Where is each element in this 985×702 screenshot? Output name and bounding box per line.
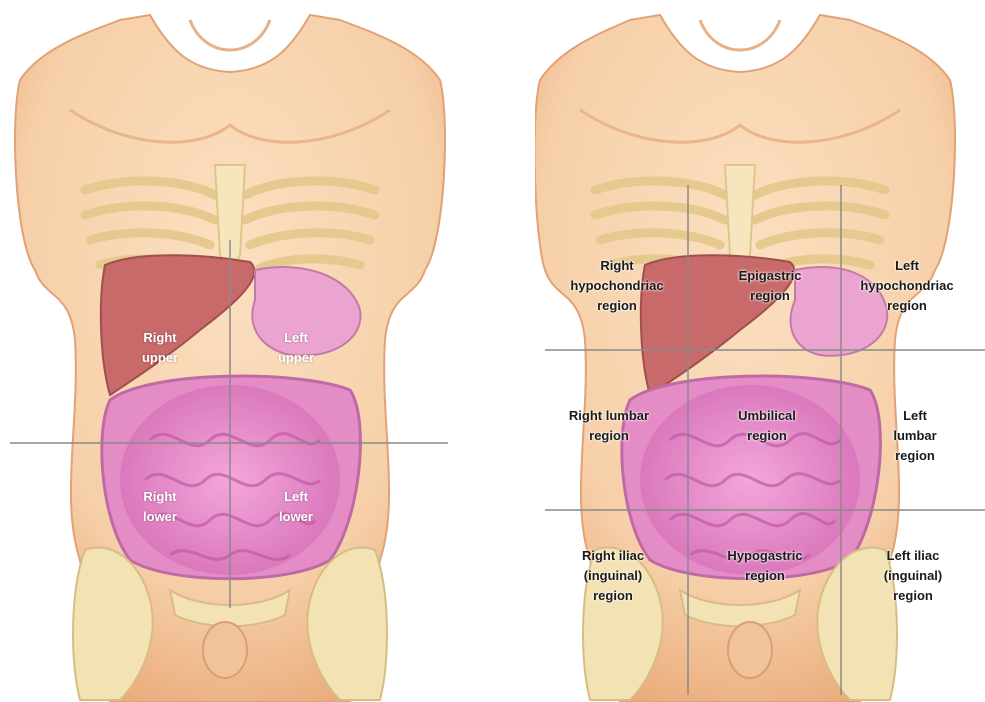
label-left-lower: Left lower: [279, 487, 313, 527]
torso-illustration-left: [0, 0, 470, 702]
quadrants-diagram: Right upper Left upper Right lower Left …: [0, 0, 470, 702]
label-right-iliac: Right iliac (inguinal) region: [582, 546, 644, 606]
label-left-hypochondriac: Left hypochondriac region: [860, 256, 953, 316]
label-right-upper: Right upper: [142, 328, 178, 368]
label-left-iliac: Left iliac (inguinal) region: [884, 546, 943, 606]
nine-regions-diagram: Right hypochondriac region Epigastric re…: [535, 0, 985, 702]
label-right-lumbar: Right lumbar region: [569, 406, 649, 446]
label-right-hypochondriac: Right hypochondriac region: [570, 256, 663, 316]
label-hypogastric: Hypogastric region: [727, 546, 802, 586]
label-right-lower: Right lower: [143, 487, 177, 527]
label-left-upper: Left upper: [278, 328, 314, 368]
label-epigastric: Epigastric region: [739, 266, 802, 306]
label-umbilical: Umbilical region: [738, 406, 796, 446]
label-left-lumbar: Left lumbar region: [880, 406, 950, 466]
